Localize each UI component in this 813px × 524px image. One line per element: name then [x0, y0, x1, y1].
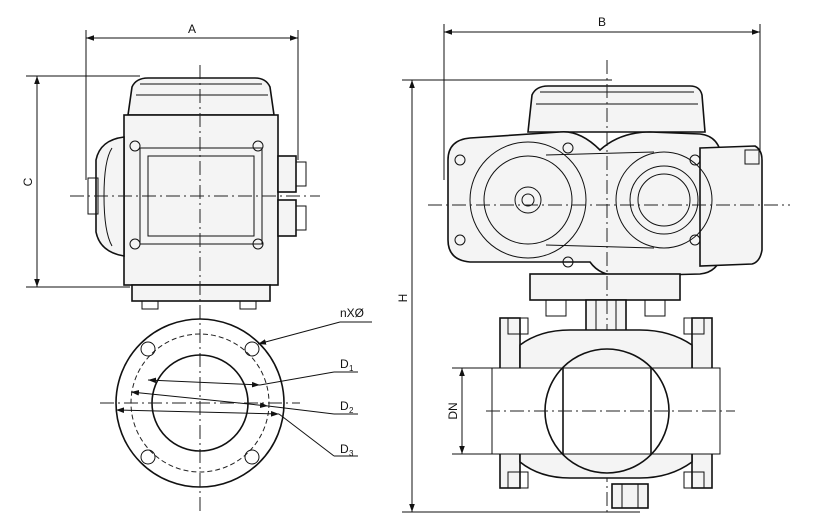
label-bolts: nXØ [340, 306, 364, 320]
label-d3: D [340, 442, 349, 456]
valve-body [486, 317, 735, 509]
label-h: H [396, 294, 410, 303]
dimension-h: H [396, 79, 640, 513]
label-c: C [21, 177, 35, 186]
label-dn: DN [446, 402, 460, 419]
label-d1-sub: 1 [349, 364, 354, 373]
label-d2-sub: 2 [349, 406, 354, 415]
flange-leaders: nXØ D 1 D 2 D 3 [115, 306, 372, 458]
dimension-b: B [443, 15, 761, 180]
label-d3-sub: 3 [349, 449, 354, 458]
dimension-a: A [85, 22, 299, 180]
label-d2: D [340, 399, 349, 413]
actuator-front-view [428, 60, 790, 515]
label-a: A [188, 22, 196, 36]
dimension-dn: DN [446, 367, 500, 455]
label-d1: D [340, 357, 349, 371]
label-b: B [598, 15, 606, 29]
actuator-side-view [70, 65, 320, 515]
dimension-c: C [21, 75, 140, 288]
